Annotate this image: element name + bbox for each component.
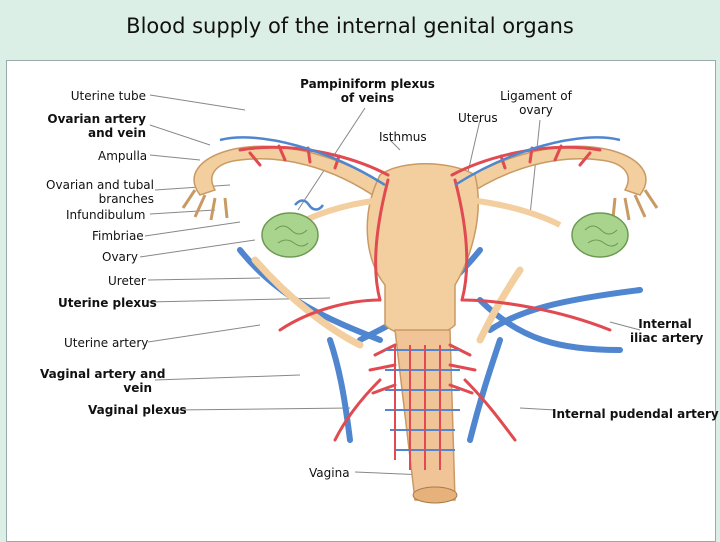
page-title: Blood supply of the internal genital org…: [126, 14, 574, 38]
label-ovary: Ovary: [102, 250, 138, 264]
pampiniform-plexus: [219, 136, 621, 211]
label-uterine-plexus: Uterine plexus: [58, 296, 157, 310]
label-uterine-artery: Uterine artery: [64, 336, 149, 350]
label-ovarian-artery-vein: Ovarian artery and vein: [40, 112, 146, 140]
ureters: [251, 256, 524, 349]
label-infundibulum: Infundibulum: [66, 208, 146, 222]
vaginal-plexus: [385, 345, 460, 470]
uterus-body: [366, 163, 479, 337]
label-ligament-of-ovary: Ligament of ovary: [495, 89, 577, 117]
label-vagina: Vagina: [309, 466, 350, 480]
label-ureter: Ureter: [108, 274, 146, 288]
label-vaginal-artery-vein: Vaginal artery and vein: [40, 367, 166, 395]
label-internal-iliac-line1: Internal: [638, 317, 692, 331]
label-ligament-line2: ovary: [519, 103, 553, 117]
label-internal-pudendal-artery: Internal pudendal artery: [552, 407, 719, 421]
label-vaginal-artery-line2: vein: [123, 381, 152, 395]
label-fimbriae: Fimbriae: [92, 229, 144, 243]
label-ovarian-tubal-line2: branches: [98, 192, 154, 206]
label-pampiniform-line1: Pampiniform plexus: [300, 77, 435, 91]
label-vaginal-plexus: Vaginal plexus: [88, 403, 187, 417]
label-pampiniform-line2: of veins: [340, 91, 395, 105]
label-ligament-line1: Ligament of: [500, 89, 572, 103]
label-vaginal-artery-line1: Vaginal artery and: [40, 367, 166, 381]
leader-lines: [139, 94, 641, 476]
label-ampulla: Ampulla: [98, 149, 148, 163]
label-ovarian-artery-vein-line1: Ovarian artery: [47, 112, 146, 126]
label-isthmus: Isthmus: [379, 130, 427, 144]
label-pampiniform-plexus: Pampiniform plexus of veins: [300, 77, 435, 105]
label-ovarian-tubal-branches: Ovarian and tubal branches: [30, 178, 154, 206]
label-internal-iliac: Internal iliac artery: [630, 317, 704, 345]
label-internal-iliac-line2: iliac artery: [630, 331, 704, 345]
label-ovarian-tubal-line1: Ovarian and tubal: [46, 178, 154, 192]
label-ovarian-artery-vein-line2: and vein: [87, 126, 146, 140]
label-uterus: Uterus: [458, 111, 498, 125]
ovaries: [261, 212, 629, 258]
label-uterine-tube: Uterine tube: [70, 89, 146, 103]
